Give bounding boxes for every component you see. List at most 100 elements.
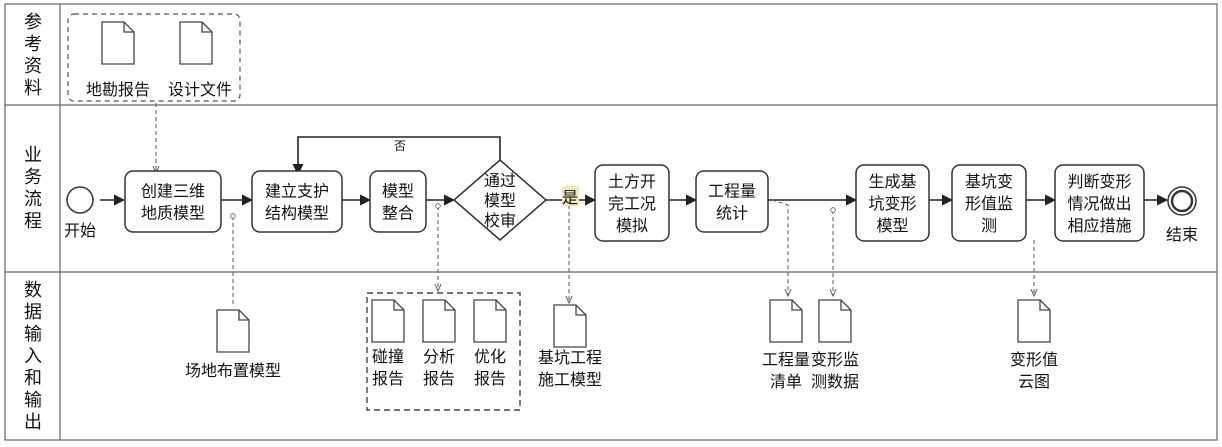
doc-label: 施工模型 [538,370,602,389]
task-label: 建立支护 [265,182,329,201]
doc-label: 变形值 [1010,350,1058,369]
data-associations [156,103,1034,305]
task-label: 情况做出 [1067,194,1131,213]
task-label: 基坑变 [965,172,1013,191]
no-label: 否 [394,139,406,153]
task-label: 完工况 [608,194,656,213]
gateway-label-line: 模型 [484,191,516,210]
task-label: 测 [981,216,997,235]
lane-label-flow: 业 [24,145,42,166]
doc-label: 报告 [474,369,506,388]
doc-label: 优化 [474,347,506,366]
task-label: 结构模型 [265,204,329,223]
lane-label-io: 入 [24,346,42,367]
doc-label: 变形监 [811,350,859,369]
document-icon [553,304,587,348]
task-label: 判断变形 [1067,172,1131,191]
lane-label-ref: 资 [24,56,42,77]
start-event [66,186,94,214]
tasks: 创建三维地质模型建立支护结构模型模型整合土方开完工况模拟工程量统计生成基坑变形模… [124,164,1145,242]
end-label: 结束 [1166,225,1198,244]
yes-highlight [562,186,579,206]
task-label: 模型 [876,216,908,235]
document-icon [473,299,507,343]
document-icon [1017,299,1051,343]
gateway-label-line: 通过 [484,171,516,190]
lane-label-io: 输 [24,390,42,411]
lane-label-io: 数 [24,280,42,301]
lane-label-io: 和 [24,368,42,389]
lane-label-flow: 务 [24,167,42,188]
yes-label: 是 [562,188,578,207]
task-label: 整合 [382,204,414,223]
document-icon [371,299,405,343]
task-label: 统计 [716,204,748,223]
doc-label: 报告 [372,369,404,388]
doc-label: 地勘报告 [86,80,150,99]
doc-label: 设计文件 [168,80,232,99]
document-icon [179,21,213,65]
doc-label: 测数据 [811,372,859,391]
task-label: 生成基 [868,172,916,191]
lane-label-ref: 参 [24,12,42,33]
task-label: 模型 [382,182,414,201]
doc-label: 报告 [423,369,455,388]
task-label: 创建三维 [141,182,205,201]
doc-label: 工程量 [762,350,810,369]
lane-label-io: 出 [24,412,42,433]
document-icon [818,299,852,343]
reference-group-box [67,13,241,102]
start-label: 开始 [64,221,96,240]
lane-label-flow: 流 [24,189,42,210]
doc-survey: 地勘报告 [86,21,150,99]
doc-design: 设计文件 [168,21,232,99]
doc-label: 碰撞 [372,347,404,366]
task-label: 地质模型 [141,204,205,223]
document-icon [422,299,456,343]
doc-site: 场地布置模型 [185,309,281,380]
report-group-box [366,292,521,411]
gateway-label-line: 校审 [484,211,516,230]
task-label: 模拟 [616,216,648,235]
end-event [1167,186,1197,216]
lane-label-ref: 考 [24,34,42,55]
doc-label: 基坑工程 [538,348,602,367]
documents: 地勘报告设计文件场地布置模型碰撞报告分析报告优化报告基坑工程施工模型工程量清单变… [86,21,1058,391]
doc-label: 清单 [770,372,802,391]
task-label: 相应措施 [1067,216,1131,235]
swimlane-frame [4,3,1218,441]
doc-label: 云图 [1018,372,1050,391]
lane-label-flow: 程 [24,211,42,232]
task-label: 坑变形 [868,194,916,213]
document-icon [216,309,250,353]
doc-label: 分析 [423,347,455,366]
lane-label-ref: 料 [24,78,42,99]
task-label: 工程量 [708,182,756,201]
lane-label-io: 据 [24,302,42,323]
doc-label: 场地布置模型 [185,361,281,380]
review-gateway [452,159,548,241]
document-icon [769,299,803,343]
task-label: 形值监 [965,194,1013,213]
lane-label-io: 输 [24,324,42,345]
task-label: 土方开 [608,172,656,191]
document-icon [101,21,135,65]
